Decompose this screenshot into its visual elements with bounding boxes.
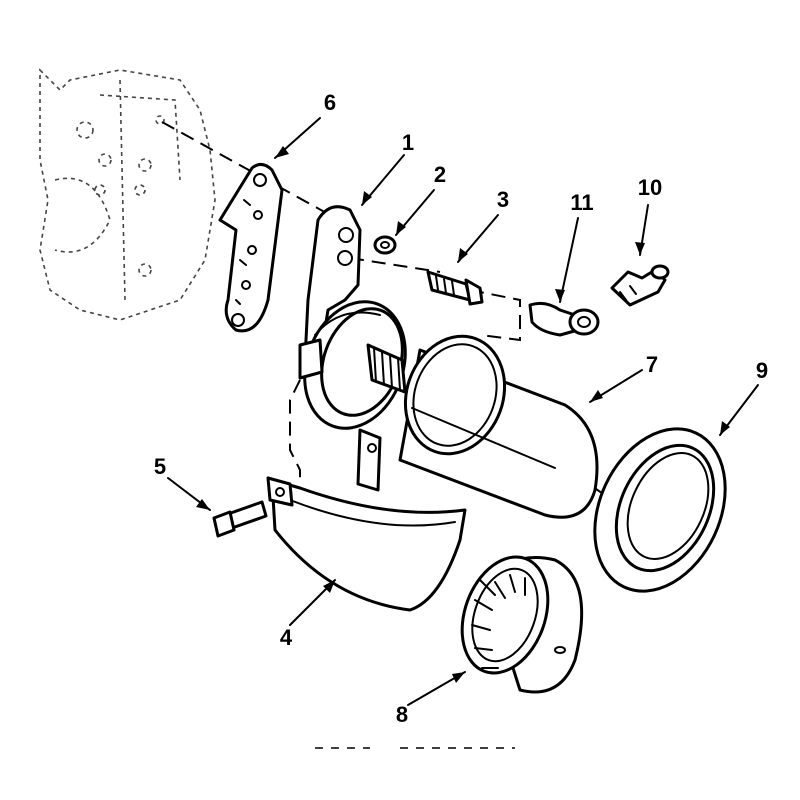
callout-8: 8 xyxy=(396,702,408,727)
engine-block-outline xyxy=(39,68,216,321)
elbow-fitting xyxy=(528,301,600,337)
arrowhead-5 xyxy=(196,499,210,510)
arrowhead-10 xyxy=(635,242,645,255)
arrowhead-11 xyxy=(555,289,565,302)
alignment-line-fitting xyxy=(469,289,521,342)
washer xyxy=(373,235,397,255)
pressure-switch xyxy=(610,264,670,307)
callout-1: 1 xyxy=(402,130,414,155)
alignment-line-bracket xyxy=(161,121,331,216)
arrowhead-9 xyxy=(720,421,730,435)
callout-11: 11 xyxy=(570,190,593,215)
arrowhead-1 xyxy=(362,191,372,205)
callout-7: 7 xyxy=(646,352,658,377)
alignment-line-gasket xyxy=(554,459,641,521)
callout-4: 4 xyxy=(280,625,293,650)
filter-head xyxy=(298,300,407,430)
alignment-line-bolt xyxy=(349,257,441,273)
arrowhead-8 xyxy=(452,672,465,683)
callout-6: 6 xyxy=(324,90,336,115)
callout-9: 9 xyxy=(756,358,768,383)
alignment-lines xyxy=(161,121,641,521)
callout-5: 5 xyxy=(154,454,166,479)
arrowhead-2 xyxy=(396,221,406,235)
bolt-upper xyxy=(426,270,484,306)
callout-2: 2 xyxy=(434,162,446,187)
filter-canister xyxy=(398,334,599,519)
callout-10: 10 xyxy=(638,175,662,200)
arrowhead-6 xyxy=(275,146,289,158)
arrowhead-3 xyxy=(458,248,468,262)
bolt-lower xyxy=(212,500,268,538)
callout-labels: 6 1 2 3 11 10 7 9 5 4 8 xyxy=(154,90,768,727)
callout-3: 3 xyxy=(497,187,509,212)
filter-element xyxy=(460,555,584,694)
arrowhead-7 xyxy=(590,390,603,402)
leader-lines xyxy=(167,117,759,706)
cradle-clamp xyxy=(266,428,467,612)
gasket-ring xyxy=(593,427,727,593)
arrowhead-4 xyxy=(323,580,335,593)
mounting-plate xyxy=(218,163,284,333)
alignment-line-clamp xyxy=(289,379,301,480)
leader-11 xyxy=(559,217,579,303)
